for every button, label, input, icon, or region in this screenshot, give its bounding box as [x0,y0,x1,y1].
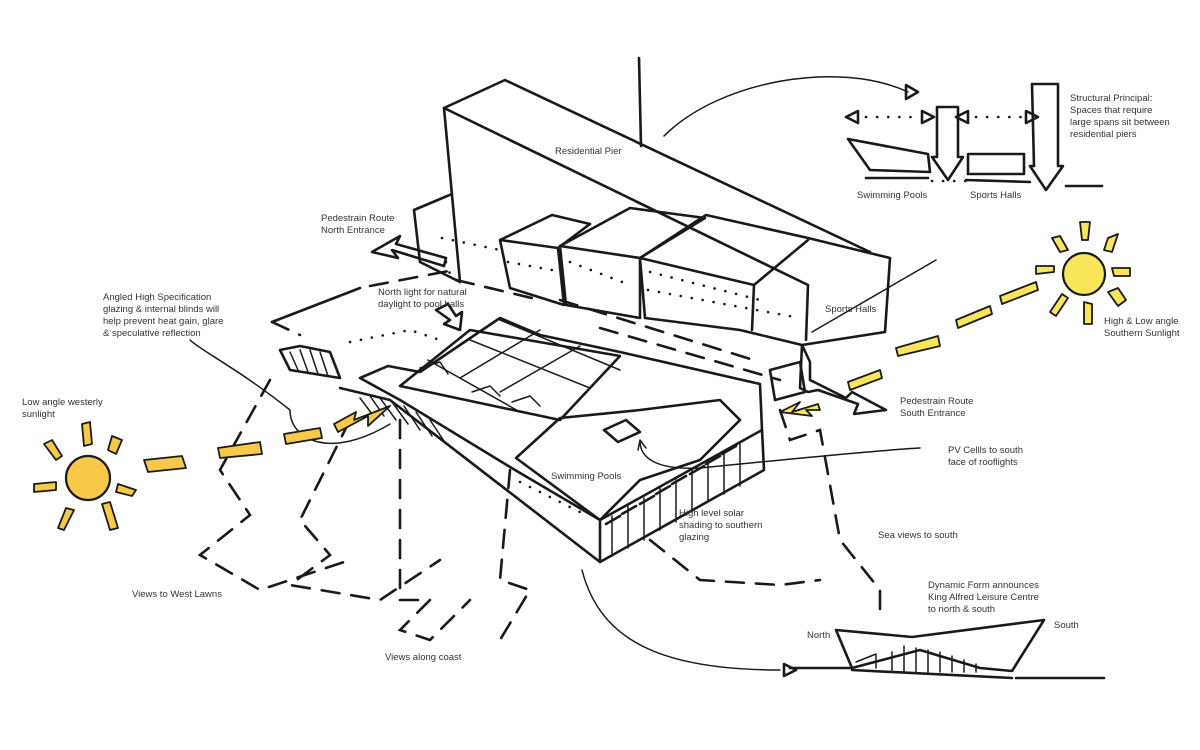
block-pink [498,213,592,307]
west-sun [33,405,391,531]
section-structure-hatch [855,645,977,673]
angled-glazing-panel [278,344,342,380]
south-sun-rays [1035,221,1131,325]
edge-dots [348,328,590,518]
south-label: South [1054,620,1079,631]
south-core [768,360,807,402]
inset-swimming-pools-label: Swimming Pools [857,190,928,201]
block-lilac-edge [558,244,642,260]
pier-down-arrow [930,105,965,182]
angled-glazing-label: Angled High Specification glazing & inte… [103,292,224,339]
west-sun-icon [64,454,112,502]
swimming-pool-main [514,398,742,522]
coast-views [397,418,532,642]
solar-shading-fins [604,444,738,526]
span-arrow-left-icon-2 [954,109,970,125]
swimming-pools-label: Swimming Pools [551,471,622,482]
sports-hall-corner [750,283,756,332]
residential-pier-top [442,78,872,254]
leader-arrowhead-icon [904,83,920,101]
pv-cells-icon [602,418,642,444]
rooflights [419,361,541,407]
southern-sunlight-ray [779,281,1039,417]
span-arrow-right-icon [920,109,936,125]
pool-roof-glazing [398,328,622,422]
inset-sports-halls-label: Sports Halls [970,190,1022,201]
block-pink-edge [498,238,560,250]
span-arrow-left-icon [844,109,860,125]
glazing-leader [189,339,391,445]
inset-pool-block [846,137,932,174]
rooflight-grid [427,319,621,413]
pedestrian-south-label: Pedestrain Route South Entrance [900,396,974,419]
section-ground-line [788,666,1106,680]
south-entrance-arrow-icon [798,343,888,416]
west-sun-rays [33,421,137,531]
views-coast-label: Views along coast [385,652,462,663]
residential-pier-label: Residential Pier [555,146,622,157]
southern-sunlight-label: High & Low angle Southern Sunlight [1104,316,1180,339]
inset-leader-curve [663,76,909,137]
north-stair-core [412,192,462,284]
north-label: North [807,630,831,641]
south-sun [779,221,1131,417]
structural-principle-inset [663,76,1104,192]
sports-halls-label: Sports Halls [825,304,877,315]
hidden-edges [270,268,782,382]
section-sketch [788,618,1106,680]
pv-leader [637,439,921,469]
core-dots [440,236,502,282]
glazing-mullions [611,443,741,557]
inset-ground-line-2 [964,178,1032,184]
glazing-hatch [289,349,329,377]
dynamic-form-label: Dynamic Form announces King Alfred Leisu… [928,580,1039,615]
pool-hall-roof [358,316,764,522]
pier-vertical-line [637,56,643,148]
structural-principle-label: Structural Principal: Spaces that requir… [1070,93,1170,140]
sports-hall-roofline [638,238,810,287]
sea-views-label: Sea views to south [878,530,958,541]
dynamic-form-leader [581,569,781,671]
pier-down-arrow-tall [1028,82,1065,192]
north-light-arrow-icon [434,302,464,332]
pv-cells-label: PV Cellls to south face of rooflights [948,445,1023,468]
building-axonometric [189,56,937,678]
solar-shading-label: High level solar shading to southern gla… [679,508,763,543]
dynamic-form-arrowhead-icon [782,662,798,678]
north-entrance-arrow-icon [370,234,448,268]
inset-sports-block [966,152,1026,176]
sea-views [648,408,882,622]
west-lawn-views [197,378,442,602]
window-dots [506,260,802,320]
sports-hall-leader [811,259,937,333]
views-west-lawns-label: Views to West Lawns [132,589,222,600]
westerly-sunlight-ray [143,405,391,473]
residential-pier-ridge [442,106,810,342]
sports-hall-block [638,213,892,347]
westerly-sunlight-label: Low angle westerly sunlight [22,397,103,420]
slab-north-edge [270,286,362,324]
pedestrian-north-label: Pedestrain Route North Entrance [321,213,395,236]
south-glazing-face [598,428,766,564]
north-light-label: North light for natural daylight to pool… [378,287,467,310]
south-sun-icon [1061,251,1107,297]
section-form [834,618,1046,673]
west-edge [338,386,602,564]
